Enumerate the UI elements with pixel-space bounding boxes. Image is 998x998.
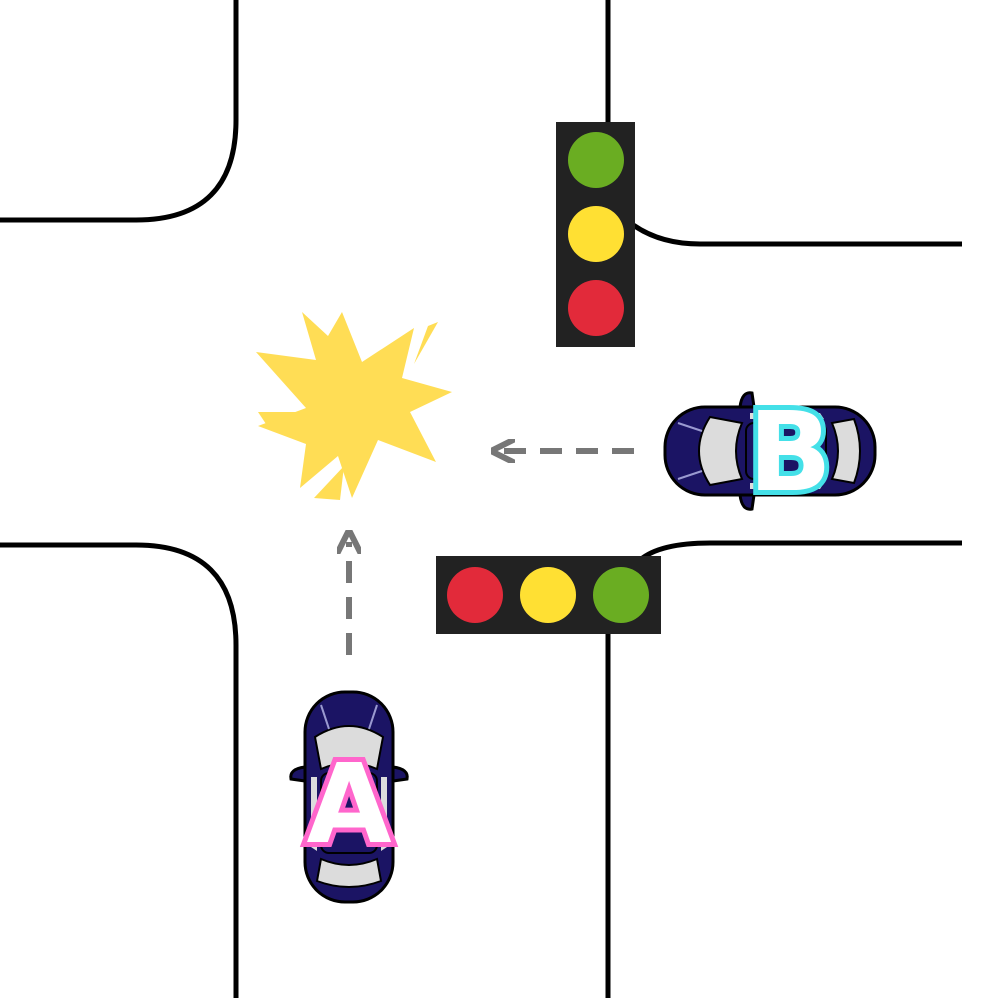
curb-north-west (0, 0, 239, 223)
car-a-label: A (306, 740, 391, 868)
red-lamp-icon (568, 280, 624, 336)
traffic-light-south-east (436, 556, 661, 634)
yellow-lamp-icon (520, 567, 576, 623)
curb-north-east (605, 0, 962, 247)
green-lamp-icon (593, 567, 649, 623)
red-lamp-icon (447, 567, 503, 623)
curb-south-west (0, 542, 239, 998)
explosion-icon (256, 312, 452, 500)
green-lamp-icon (568, 132, 624, 188)
curb-south-east (605, 540, 962, 998)
yellow-lamp-icon (568, 206, 624, 262)
car-a: A (289, 690, 409, 904)
traffic-light-north-east (556, 122, 635, 347)
car-b-label: B (748, 388, 832, 516)
